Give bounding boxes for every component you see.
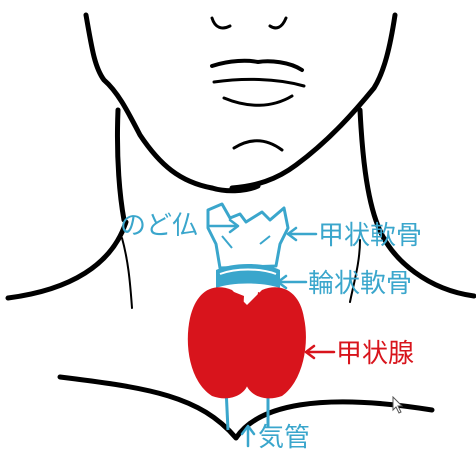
arrow-left-icon [288, 228, 316, 240]
lip-top [212, 61, 302, 70]
shoulder-left-line [8, 222, 126, 298]
mouse-cursor-icon [392, 396, 404, 414]
label-trachea: 気管 [258, 423, 310, 453]
face-right-contour [232, 15, 395, 188]
lip-lower [224, 96, 292, 105]
thyroid-cartilage-shape [208, 204, 288, 268]
label-adams-apple: のど仏 [120, 211, 198, 241]
arrow-left-icon [278, 276, 306, 288]
arrow-left-icon [306, 346, 334, 358]
lip-bottom [214, 79, 304, 86]
label-thyroid-gland: 甲状腺 [336, 339, 414, 369]
label-cricoid-cartilage: 輪状軟骨 [308, 269, 412, 299]
face-left-contour [86, 15, 212, 188]
thyroid-gland-shape [188, 287, 306, 398]
cricoid-cartilage-shape [216, 264, 280, 288]
mouth-chin [212, 18, 304, 150]
label-thyroid-cartilage: 甲状軟骨 [318, 221, 422, 251]
neck-left-line [117, 110, 124, 220]
thyroid-isthmus [226, 334, 268, 352]
chin-crease [234, 141, 282, 150]
neck-right-line [360, 110, 378, 226]
nose-base [212, 18, 286, 28]
